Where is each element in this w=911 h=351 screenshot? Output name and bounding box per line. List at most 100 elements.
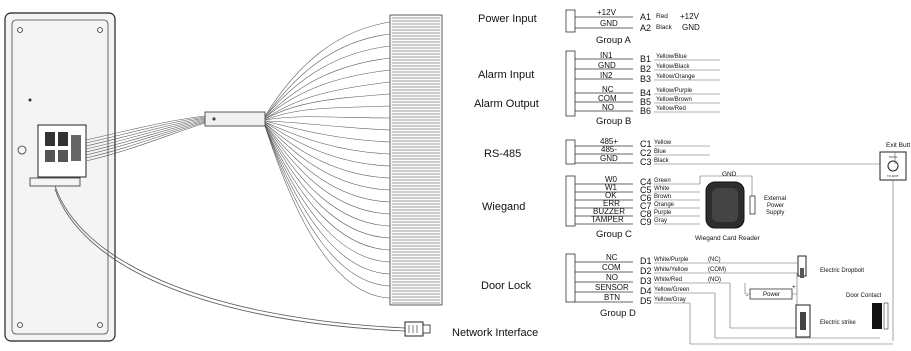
section-door-lock: Door Lock [481,280,532,292]
group-b: IN1 GND IN2 NC COM NO B1 B2 B3 B4 B5 B6 … [565,50,720,127]
pin-b1-code: B1 [640,54,651,64]
pin-b5-wire: Yellow/Brown [656,97,692,103]
cable-harness [54,21,406,332]
pin-d4-wire: Yellow/Green [654,287,689,293]
pin-c8-name: BUZZER [593,207,625,216]
pin-c8-code: C8 [640,209,652,219]
pin-d3-name: NO [606,273,618,282]
pin-d5-wire: Yellow/Gray [654,297,686,303]
wire-bundle [389,14,443,306]
pin-a1-code: A1 [640,12,651,22]
pin-a1-wire: Red [656,13,668,20]
electric-strike-label: Electric strike [820,320,856,326]
section-alarm-output: Alarm Output [474,98,539,110]
exit-exit-label: TO EXIT [887,174,899,178]
pin-d3-mode: (NO) [708,277,721,283]
pin-c1-code: C1 [640,139,652,149]
pin-c9-name: TAMPER [591,215,624,224]
group-c-wiegand: W0 W1 OK ERR BUZZER TAMPER C4 C5 C6 C7 C… [565,175,700,240]
external-power-line-1: External [764,196,786,202]
pin-d2-code: D2 [640,266,652,276]
pin-d1-name: NC [606,253,618,262]
pin-c5-code: C5 [640,185,652,195]
pin-d5-name: BTN [604,293,620,302]
pin-b3-wire: Yellow/Orange [656,74,695,80]
pin-c7-name: ERR [603,199,620,208]
pin-c4-wire: Green [654,178,671,184]
group-b-label: Group B [596,116,631,127]
pin-c9-code: C9 [640,217,652,227]
power-minus: - [746,292,748,299]
pin-c2-name: 485- [601,145,617,154]
pin-c6-code: C6 [640,193,652,203]
pin-b4-wire: Yellow/Purple [656,88,693,94]
pin-b1-name: IN1 [600,51,613,60]
pin-d3-code: D3 [640,276,652,286]
pin-b2-name: GND [598,61,616,70]
pin-c2-code: C2 [640,148,652,158]
electric-dropbolt: Electric Dropbolt [797,255,864,278]
pin-c4-name: W0 [605,175,618,184]
section-power-input: Power Input [478,13,537,25]
pin-c5-wire: White [654,186,670,192]
wiegand-card-reader: GND Wiegand Card Reader External Power S… [695,171,786,242]
group-d: NC COM NO SENSOR BTN D1 D2 D3 D4 D5 Whit… [565,253,797,319]
wiegand-reader-label: Wiegand Card Reader [695,235,761,242]
electric-strike: Electric strike [795,304,856,338]
pin-c1-wire: Yellow [654,140,672,146]
pin-b1-wire: Yellow/Blue [656,54,687,60]
pin-a2-wire: Black [656,24,673,31]
power-label: Power [763,292,780,298]
pin-c6-wire: Brown [654,194,671,200]
pin-d1-wire: White/Purple [654,257,689,263]
group-a-label: Group A [596,35,632,46]
pin-b2-wire: Yellow/Black [656,64,690,70]
pin-d2-wire: White/Yellow [654,267,689,273]
external-power-line-2: Power [767,203,784,209]
pin-d2-name: COM [602,263,621,272]
pin-b5-code: B5 [640,97,651,107]
pin-c6-name: OK [605,191,617,200]
power-plus: + [792,284,796,291]
group-d-label: Group D [600,308,636,319]
pin-b3-code: B3 [640,74,651,84]
door-lock-wiring: Power - + [689,273,893,345]
group-c-rs485: 485+ 485- GND C1 C2 C3 Yellow Blue Black [565,137,895,167]
section-rs485: RS-485 [484,148,521,160]
pin-a1-extra: +12V [680,12,700,21]
wiegand-gnd-label: GND [722,171,737,178]
door-contact: Door Contact [846,293,889,330]
exit-button: Exit Butt PUSH TO EXIT [879,142,910,341]
pin-b6-wire: Yellow/Red [656,106,686,112]
section-wiegand: Wiegand [482,201,525,213]
pin-d2-mode: (COM) [708,267,726,273]
section-network-interface: Network Interface [452,327,538,339]
pin-d1-code: D1 [640,256,652,266]
terminal-device [4,12,116,342]
pin-c9-wire: Gray [654,218,667,224]
pin-d4-code: D4 [640,286,652,296]
group-c-label: Group C [596,229,632,240]
pin-a2-name: GND [600,19,618,28]
pin-c1-name: 485+ [600,137,618,146]
pin-a2-code: A2 [640,23,651,33]
electric-dropbolt-label: Electric Dropbolt [820,268,864,274]
external-power-line-3: Supply [766,210,784,216]
network-plug [404,321,431,337]
pin-c7-wire: Orange [654,202,675,208]
pin-b3-name: IN2 [600,71,613,80]
section-alarm-input: Alarm Input [478,69,534,81]
pin-c7-code: C7 [640,201,652,211]
pin-c4-code: C4 [640,177,652,187]
pin-b6-code: B6 [640,106,651,116]
pin-c5-name: W1 [605,183,618,192]
pin-d3-wire: White/Red [654,277,682,283]
exit-push-label: PUSH [889,155,897,159]
pin-c2-wire: Blue [654,149,667,155]
exit-button-label: Exit Butt [886,142,910,149]
pin-d1-mode: (NC) [708,257,721,263]
group-a: +12V GND A1 A2 Red Black +12V GND Group … [565,8,700,46]
pin-d5-code: D5 [640,296,652,306]
pin-c3-code: C3 [640,157,652,167]
